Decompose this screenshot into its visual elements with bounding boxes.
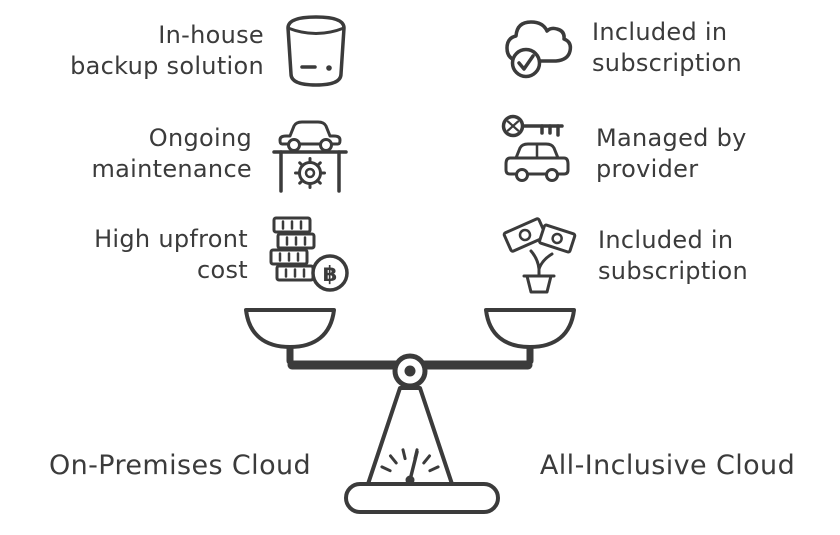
right-side-label: All-Inclusive Cloud bbox=[539, 450, 796, 481]
feature-row: Managed by provider bbox=[498, 112, 840, 196]
feature-row: High upfront cost ฿ bbox=[0, 214, 352, 296]
feature-row: Included in subscription bbox=[498, 214, 840, 298]
scale-pivot bbox=[392, 353, 428, 389]
feature-row: In-house backup solution bbox=[0, 12, 352, 90]
feature-label: In-house backup solution bbox=[70, 20, 264, 80]
feature-label: Managed by provider bbox=[596, 123, 747, 183]
feature-label: Included in subscription bbox=[598, 225, 748, 285]
scale-base bbox=[344, 482, 500, 514]
svg-text:฿: ฿ bbox=[323, 262, 338, 286]
scale-pedestal bbox=[366, 386, 454, 486]
money-plant-icon bbox=[498, 214, 582, 298]
feature-label: High upfront cost bbox=[94, 224, 248, 284]
feature-label: Ongoing maintenance bbox=[91, 123, 252, 183]
car-lift-gear-icon bbox=[268, 112, 352, 196]
key-car-icon bbox=[498, 112, 580, 196]
feature-row: Included in subscription bbox=[498, 12, 840, 84]
cloud-check-icon bbox=[498, 12, 576, 84]
coin-stack-bitcoin-icon: ฿ bbox=[264, 214, 352, 296]
scale-left-pan bbox=[244, 308, 336, 349]
feature-row: Ongoing maintenance bbox=[0, 112, 352, 196]
feature-label: Included in subscription bbox=[592, 17, 742, 77]
scale-right-pan bbox=[484, 308, 576, 349]
backup-storage-icon bbox=[280, 12, 352, 90]
left-side-label: On-Premises Cloud bbox=[48, 450, 312, 481]
